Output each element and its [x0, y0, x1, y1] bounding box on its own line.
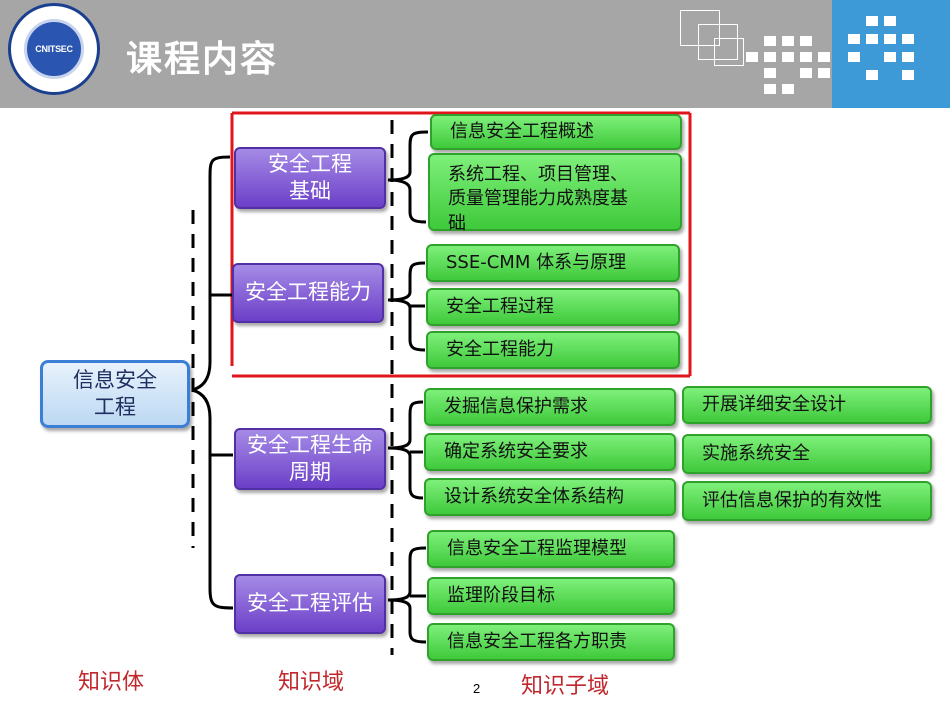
logo-text: CNITSEC	[35, 44, 73, 54]
domain3-bracket	[387, 400, 424, 500]
caption-knowledge-body: 知识体	[78, 670, 145, 695]
subdomain-node: 信息安全工程监理模型	[427, 530, 675, 568]
subdomain-node: 确定系统安全要求	[424, 433, 676, 471]
logo-emblem: CNITSEC	[24, 19, 84, 79]
domain2-bracket	[387, 261, 426, 352]
domain-node-assessment: 安全工程评估	[234, 574, 386, 634]
root-node: 信息安全 工程	[40, 360, 190, 428]
page-title: 课程内容	[126, 39, 279, 80]
caption-knowledge-subdomain: 知识子域	[521, 674, 610, 699]
organization-logo: CNITSEC	[8, 3, 100, 95]
subdomain-node: 信息安全工程概述	[430, 114, 682, 150]
subdomain-node: 实施系统安全	[682, 434, 932, 474]
subdomain-node: 系统工程、项目管理、 质量管理能力成熟度基 础	[428, 153, 682, 234]
subdomain-node: 设计系统安全体系结构	[424, 478, 676, 516]
highlight-frame	[230, 111, 692, 378]
subdomain-node: 发掘信息保护需求	[424, 388, 676, 426]
domain-node-lifecycle: 安全工程生命 周期	[234, 428, 386, 490]
subdomain-node: 评估信息保护的有效性	[682, 481, 932, 521]
caption-knowledge-domain: 知识域	[278, 670, 345, 695]
subdomain-node: 安全工程过程	[426, 288, 680, 326]
subdomain-node: 安全工程能力	[426, 331, 680, 369]
root-bracket	[191, 155, 234, 610]
subdomain-node: 信息安全工程各方职责	[427, 623, 675, 661]
subdomain-node: 监理阶段目标	[427, 577, 675, 615]
subdomain-node: SSE-CMM 体系与原理	[426, 244, 680, 282]
domain1-bracket	[387, 130, 429, 224]
domain-node-foundation: 安全工程 基础	[234, 147, 386, 209]
page-number: 2	[473, 681, 481, 696]
subdomain-node: 开展详细安全设计	[682, 386, 932, 424]
domain4-bracket	[387, 546, 427, 644]
domain-node-capability: 安全工程能力	[232, 263, 384, 323]
